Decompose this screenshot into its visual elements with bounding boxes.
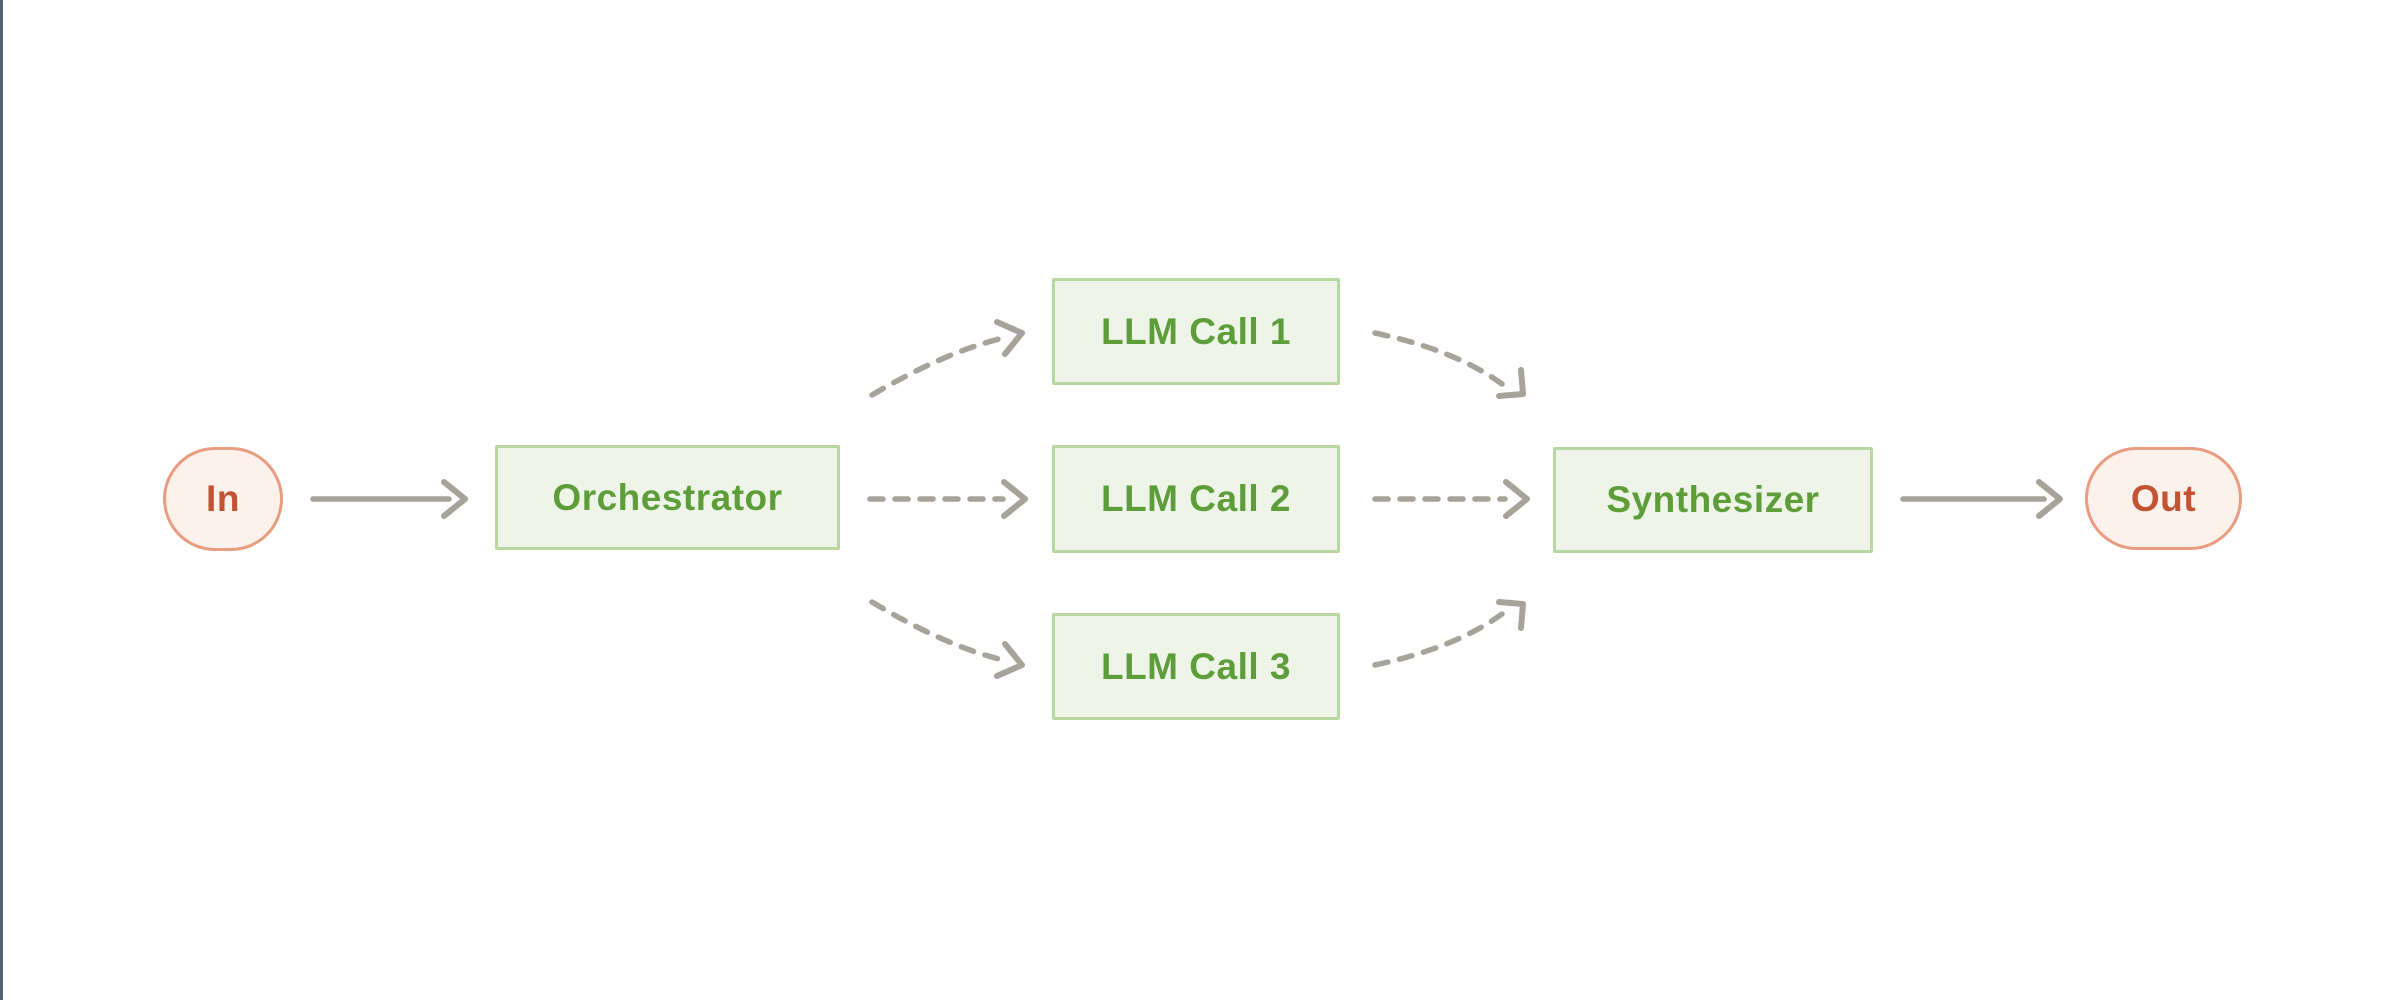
left-edge-divider (0, 0, 3, 1000)
node-in: In (163, 447, 283, 551)
arrowhead-icon (441, 479, 468, 519)
node-out-label: Out (2130, 477, 2197, 519)
arrowhead-icon (994, 319, 1025, 357)
node-orchestrator-label: Orchestrator (552, 476, 783, 518)
node-llm-call-1: LLM Call 1 (1052, 278, 1340, 385)
edge-orchestrator-to-llm-call-2 (867, 479, 1028, 519)
node-orchestrator: Orchestrator (495, 445, 840, 550)
arrowhead-icon (994, 641, 1025, 679)
node-synthesizer: Synthesizer (1553, 447, 1873, 553)
edge-synthesizer-to-out (1900, 479, 2063, 519)
edge-llm-call-2-to-synthesizer (1372, 479, 1530, 519)
node-synthesizer-label: Synthesizer (1606, 479, 1820, 520)
arrow-shaft (1372, 330, 1505, 387)
edge-orchestrator-to-llm-call-1 (869, 319, 1025, 398)
node-llm-call-2: LLM Call 2 (1052, 445, 1340, 553)
node-in-label: In (206, 478, 240, 519)
edge-orchestrator-to-llm-call-3 (869, 599, 1025, 679)
node-out: Out (2085, 447, 2242, 550)
node-llm-call-2-label: LLM Call 2 (1100, 478, 1292, 519)
node-llm-call-3-label: LLM Call 3 (1100, 645, 1292, 687)
arrowhead-icon (1496, 367, 1526, 399)
edge-llm-call-3-to-synthesizer (1372, 599, 1526, 668)
arrowhead-icon (2036, 479, 2063, 519)
edge-in-to-orchestrator (310, 479, 468, 519)
node-llm-call-1-label: LLM Call 1 (1100, 310, 1292, 352)
arrow-shaft (869, 599, 1006, 663)
arrowhead-icon (1503, 479, 1530, 519)
arrow-shaft (1372, 611, 1505, 668)
arrowhead-icon (1496, 599, 1526, 631)
node-llm-call-3: LLM Call 3 (1052, 613, 1340, 720)
arrowhead-icon (1001, 479, 1028, 519)
edge-llm-call-1-to-synthesizer (1372, 330, 1526, 399)
arrow-shaft (869, 335, 1006, 398)
